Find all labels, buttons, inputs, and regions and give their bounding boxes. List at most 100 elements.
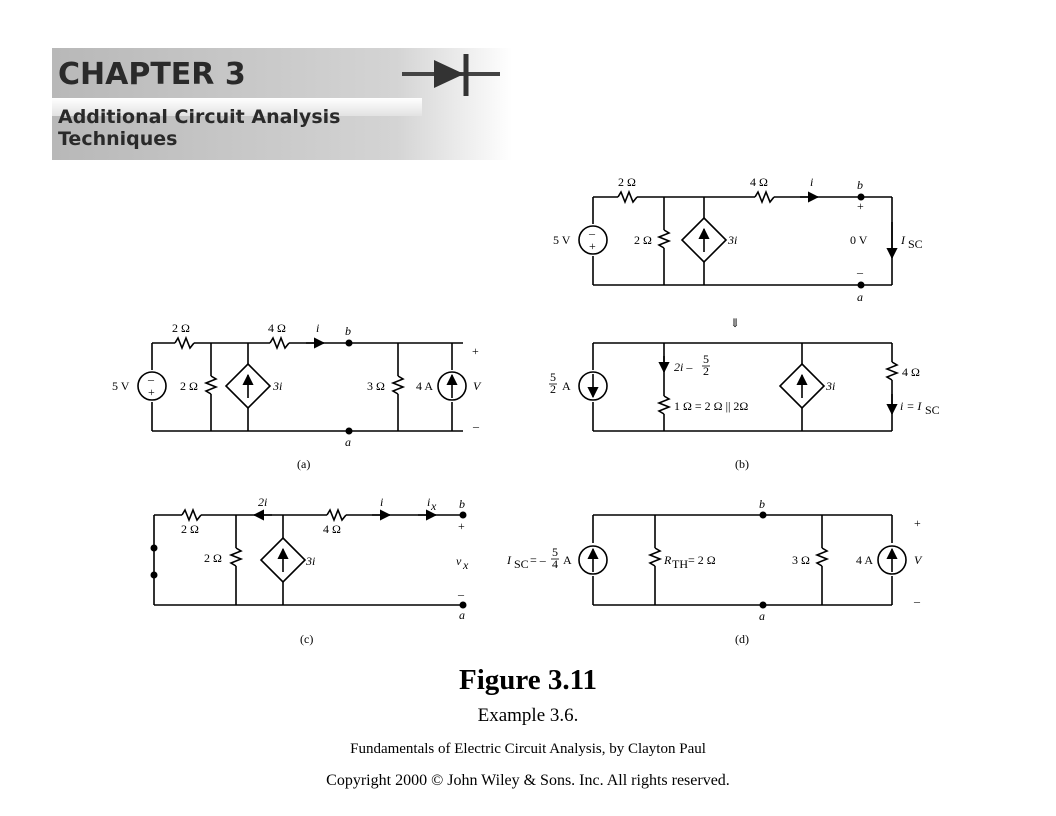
label-dep-source: 3i [727, 233, 737, 247]
label-src-den: 2 [550, 382, 556, 396]
source-minus: – [588, 226, 596, 240]
label-r3: 2 Ω [634, 233, 652, 247]
label-rth: R [663, 553, 672, 567]
label-r2: 4 Ω [750, 175, 768, 189]
label-r1: 2 Ω [181, 522, 199, 536]
label-minus: – [472, 419, 480, 433]
circuit-b-bottom [578, 342, 900, 432]
label-dep-source: 3i [305, 554, 315, 568]
label-ix: i [427, 495, 430, 509]
label-minus: – [913, 594, 921, 608]
label-node-b: b [459, 497, 465, 511]
label-isc-sub: SC [908, 237, 923, 251]
node-dot [759, 601, 767, 609]
label-cur-den: 2 [703, 364, 709, 378]
label-i-isc: i = I [900, 399, 922, 413]
label-isc-den: 4 [552, 557, 558, 571]
label-isc-value: = – [530, 553, 547, 567]
label-r3: 2 Ω [204, 551, 222, 565]
label-minus: – [457, 587, 465, 601]
node-dot [459, 601, 467, 609]
label-isc-sub: SC [514, 557, 529, 571]
label-isc-unit: A [563, 553, 572, 567]
node-dot [857, 281, 865, 289]
circuit-d [578, 514, 907, 606]
label-i-isc-sub: SC [925, 403, 940, 417]
node-dot [759, 511, 767, 519]
diode-icon [402, 54, 500, 96]
label-plus: + [472, 344, 479, 358]
label-isc: I [506, 553, 512, 567]
circuit-a [137, 335, 467, 432]
label-node-a: a [459, 608, 465, 622]
label-r1: 2 Ω [618, 175, 636, 189]
node-dot [345, 427, 353, 435]
node-dot [857, 193, 865, 201]
label-node-b: b [759, 497, 765, 511]
circuit-diagrams: – + – + 2 Ω 4 Ω i b 5 V 2 Ω 3i 3 Ω 4 A +… [112, 175, 940, 646]
node-dot [345, 339, 353, 347]
chapter-title: CHAPTER 3 [58, 57, 246, 92]
source-plus: + [148, 385, 155, 399]
circuit-c [153, 507, 463, 606]
label-r2: 4 Ω [268, 321, 286, 335]
label-dep-source: 3i [272, 379, 282, 393]
circuit-b-top [578, 189, 898, 286]
label-r3: 3 Ω [792, 553, 810, 567]
label-current-source: 4 A [416, 379, 433, 393]
label-node-b: b [857, 178, 863, 192]
label-rth-sub: TH [672, 557, 688, 571]
label-r2: 4 Ω [323, 522, 341, 536]
chapter-banner-art: CHAPTER 3 Additional Circuit Analysis Te… [52, 48, 512, 160]
label-node-a: a [345, 435, 351, 449]
label-plus: + [458, 519, 465, 533]
label-voltage: V [473, 379, 482, 393]
label-ix-sub: x [430, 499, 437, 513]
figure-title: Figure 3.11 [458, 664, 598, 696]
label-branch-current: 2i – [674, 360, 693, 374]
label-current-source: 4 A [856, 553, 873, 567]
label-isc-num: 5 [552, 545, 558, 559]
copyright: Copyright 2000 © John Wiley & Sons. Inc.… [326, 772, 730, 789]
chapter-subtitle-line1: Additional Circuit Analysis [58, 106, 340, 128]
label-voltage: V [914, 553, 923, 567]
label-r4: 4 Ω [902, 365, 920, 379]
label-plus: + [857, 199, 864, 213]
label-node-b: b [345, 324, 351, 338]
label-src-num: 5 [550, 370, 556, 384]
label-current: i [810, 175, 813, 189]
label-node-a: a [759, 609, 765, 623]
label-current-2i: 2i [258, 495, 267, 509]
label-dep-source: 3i [825, 379, 835, 393]
label-source: 5 V [112, 379, 130, 393]
label-rth-value: = 2 Ω [688, 553, 716, 567]
label-minus: – [856, 265, 864, 279]
label-equiv-resistance: 1 Ω = 2 Ω || 2Ω [674, 399, 748, 413]
label-short-voltage: 0 V [850, 233, 868, 247]
label-current-i: i [380, 495, 383, 509]
node-dot [150, 571, 158, 579]
book-credit: Fundamentals of Electric Circuit Analysi… [350, 741, 706, 757]
chapter-subtitle-line2: Techniques [58, 128, 177, 150]
chapter-banner: CHAPTER 3 Additional Circuit Analysis Te… [52, 48, 512, 160]
label-vx: v [456, 554, 462, 568]
figure-label-a: (a) [297, 457, 310, 471]
figure-label-c: (c) [300, 632, 313, 646]
label-vx-sub: x [462, 558, 469, 572]
label-r1: 2 Ω [172, 321, 190, 335]
label-isc: I [900, 233, 906, 247]
label-plus: + [914, 516, 921, 530]
label-node-a: a [857, 290, 863, 304]
figure-label-d: (d) [735, 632, 749, 646]
label-r4: 3 Ω [367, 379, 385, 393]
label-current: i [316, 321, 319, 335]
figure-label-b: (b) [735, 457, 749, 471]
label-source: 5 V [553, 233, 571, 247]
label-cur-num: 5 [703, 352, 709, 366]
node-dot [150, 544, 158, 552]
node-dot [459, 511, 467, 519]
source-minus: – [147, 372, 155, 386]
label-r3: 2 Ω [180, 379, 198, 393]
transform-arrow-icon: ⇓ [730, 316, 740, 330]
figure-example: Example 3.6. [477, 705, 579, 726]
